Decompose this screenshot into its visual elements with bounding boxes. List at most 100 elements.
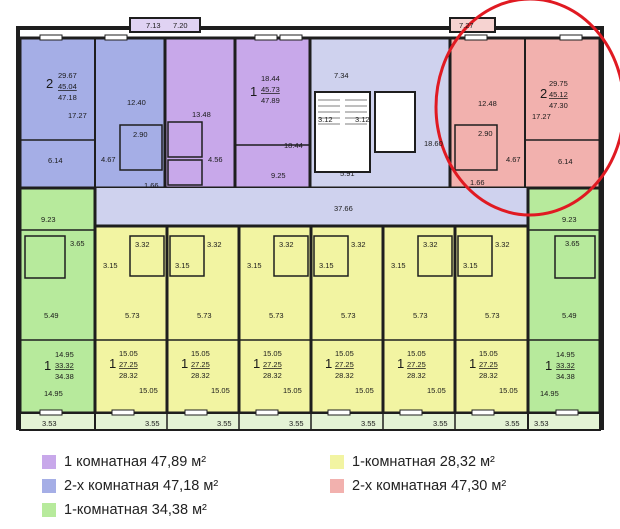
stairwell bbox=[314, 91, 371, 173]
pink-room-3: 2.90 bbox=[478, 129, 493, 138]
legend-swatch bbox=[42, 455, 56, 469]
green-left-total: 33.32 bbox=[55, 361, 74, 370]
blue-bath bbox=[119, 124, 163, 171]
legend-label: 1-комнатная 34,38 м² bbox=[64, 502, 207, 518]
yellow-2-total: 27.25 bbox=[191, 360, 210, 369]
hall-d: 5.91 bbox=[340, 169, 355, 178]
yellow-4-room-4: 15.05 bbox=[355, 386, 374, 395]
purple-gross: 47.89 bbox=[261, 96, 280, 105]
yellow-5-room-1: 3.32 bbox=[423, 240, 438, 249]
purple-bath bbox=[167, 121, 203, 158]
legend-swatch bbox=[42, 479, 56, 493]
green-left-room-1: 9.23 bbox=[41, 215, 56, 224]
blue-apartment bbox=[18, 36, 167, 190]
pink-gross: 47.30 bbox=[549, 101, 568, 110]
highlight-ellipse bbox=[434, 0, 620, 217]
purple-left-room-2: 4.56 bbox=[208, 155, 223, 164]
pink-room-1: 12.48 bbox=[478, 99, 497, 108]
pink-living: 29.75 bbox=[549, 79, 568, 88]
dim-top-left-b: 7.20 bbox=[173, 21, 188, 30]
legend-label: 1 комнатная 47,89 м² bbox=[64, 454, 207, 470]
yellow-4-room-1: 3.32 bbox=[351, 240, 366, 249]
yellow-5-living: 15.05 bbox=[407, 349, 426, 358]
pink-room-6: 1.66 bbox=[470, 178, 485, 187]
green-left-room-3: 5.49 bbox=[44, 311, 59, 320]
yellow-5-balcony: 3.55 bbox=[433, 419, 448, 428]
pink-room-5: 6.14 bbox=[558, 157, 573, 166]
yellow-2-room-4: 15.05 bbox=[211, 386, 230, 395]
yellow-1-gross: 28.32 bbox=[119, 371, 138, 380]
yellow-5-room-4: 15.05 bbox=[427, 386, 446, 395]
yellow-3-living: 15.05 bbox=[263, 349, 282, 358]
green-right-total: 33.32 bbox=[556, 361, 575, 370]
yellow-2-balcony: 3.55 bbox=[217, 419, 232, 428]
yellow-1-balcony: 3.55 bbox=[145, 419, 160, 428]
purple-living: 18.44 bbox=[261, 74, 280, 83]
green-right-room-2: 3.65 bbox=[565, 239, 580, 248]
blue-room-5: 6.14 bbox=[48, 156, 63, 165]
yellow-6-balcony: 3.55 bbox=[505, 419, 520, 428]
yellow-6-room-1: 3.32 bbox=[495, 240, 510, 249]
blue-room-6: 1.66 bbox=[144, 181, 159, 190]
yellow-6-room-3: 5.73 bbox=[485, 311, 500, 320]
yellow-apartment-2 bbox=[165, 224, 241, 415]
yellow-5-gross: 28.32 bbox=[407, 371, 426, 380]
yellow-6-gross: 28.32 bbox=[479, 371, 498, 380]
green-left-gross: 34.38 bbox=[55, 372, 74, 381]
blue-room-2: 17.27 bbox=[68, 111, 87, 120]
hall-right: 18.60 bbox=[424, 139, 443, 148]
yellow-3-room-2: 3.15 bbox=[247, 261, 262, 270]
legend-swatch bbox=[42, 503, 56, 517]
legend-item: 2-х комнатная 47,18 м² bbox=[42, 478, 218, 494]
legend-label: 1-комнатная 28,32 м² bbox=[352, 454, 495, 470]
legend-label: 2-х комнатная 47,18 м² bbox=[64, 478, 219, 494]
green-left-room-4: 14.95 bbox=[44, 389, 63, 398]
green-right-room-1: 9.23 bbox=[562, 215, 577, 224]
yellow-3-balcony: 3.55 bbox=[289, 419, 304, 428]
yellow-1-rooms: 1 bbox=[109, 356, 116, 371]
legend-swatch bbox=[330, 455, 344, 469]
legend-item: 1 комнатная 47,89 м² bbox=[42, 454, 206, 470]
green-left-room-2: 3.65 bbox=[70, 239, 85, 248]
purple-apartment-left bbox=[163, 36, 237, 190]
yellow-4-total: 27.25 bbox=[335, 360, 354, 369]
green-right-gross: 34.38 bbox=[556, 372, 575, 381]
yellow-4-room-2: 3.15 bbox=[319, 261, 334, 270]
blue-room-4: 4.67 bbox=[101, 155, 116, 164]
yellow-3-room-3: 5.73 bbox=[269, 311, 284, 320]
purple-right-room-2: 9.25 bbox=[271, 171, 286, 180]
yellow-5-room-3: 5.73 bbox=[413, 311, 428, 320]
yellow-6-room-4: 15.05 bbox=[499, 386, 518, 395]
purple-total: 45.73 bbox=[261, 85, 280, 94]
yellow-3-room-4: 15.05 bbox=[283, 386, 302, 395]
yellow-2-room-3: 5.73 bbox=[197, 311, 212, 320]
corridor-area: 37.66 bbox=[334, 204, 353, 213]
yellow-4-room-3: 5.73 bbox=[341, 311, 356, 320]
purple-rooms: 1 bbox=[250, 84, 257, 99]
pink-rooms: 2 bbox=[540, 86, 547, 101]
yellow-4-gross: 28.32 bbox=[335, 371, 354, 380]
blue-room-1: 12.40 bbox=[127, 98, 146, 107]
blue-rooms: 2 bbox=[46, 76, 53, 91]
yellow-2-rooms: 1 bbox=[181, 356, 188, 371]
dim-top-right: 7.27 bbox=[459, 21, 474, 30]
blue-room-3: 2.90 bbox=[133, 130, 148, 139]
dim-top-left-a: 7.13 bbox=[146, 21, 161, 30]
yellow-5-rooms: 1 bbox=[397, 356, 404, 371]
green-right-room-3: 5.49 bbox=[562, 311, 577, 320]
yellow-6-living: 15.05 bbox=[479, 349, 498, 358]
yellow-2-living: 15.05 bbox=[191, 349, 210, 358]
purple-left-room-1: 13.48 bbox=[192, 110, 211, 119]
pink-bath bbox=[454, 124, 498, 171]
green-left-living: 14.95 bbox=[55, 350, 74, 359]
legend-item: 1-комнатная 28,32 м² bbox=[330, 454, 495, 470]
yellow-3-room-1: 3.32 bbox=[279, 240, 294, 249]
yellow-1-living: 15.05 bbox=[119, 349, 138, 358]
yellow-1-total: 27.25 bbox=[119, 360, 138, 369]
floor-plan: 7.13 7.20 7.27 2 29.67 45.04 47.18 12.40… bbox=[16, 0, 620, 431]
green-right-living: 14.95 bbox=[556, 350, 575, 359]
top-balcony-left bbox=[129, 17, 201, 33]
green-right-rooms: 1 bbox=[545, 358, 552, 373]
blue-total: 45.04 bbox=[58, 82, 77, 91]
blue-living: 29.67 bbox=[58, 71, 77, 80]
